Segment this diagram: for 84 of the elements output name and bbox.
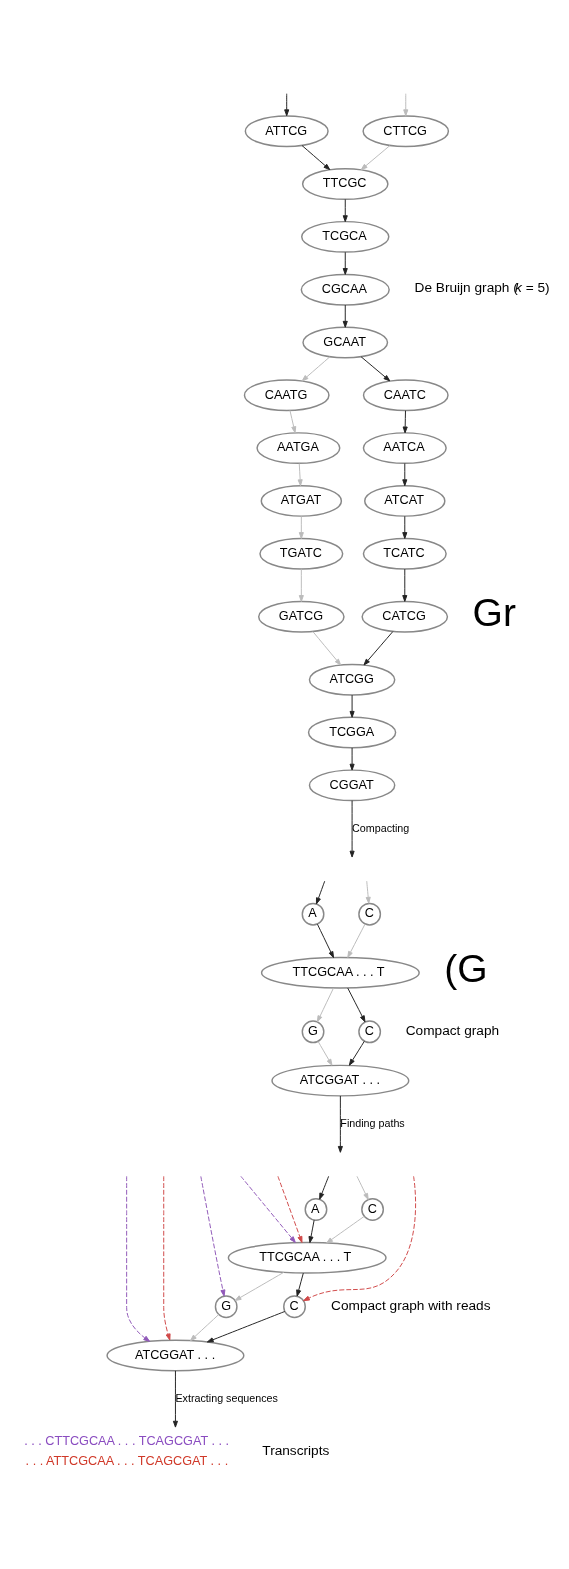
node-circle: C: [358, 1020, 382, 1044]
node-ellipse: CATCG: [361, 600, 449, 633]
arrow: [190, 1314, 220, 1342]
arrow: [316, 923, 335, 959]
arrow: [360, 145, 391, 171]
arrow: [347, 987, 366, 1023]
node-circle: G: [301, 1020, 325, 1044]
arrow: [349, 694, 355, 718]
arrow: [308, 1219, 315, 1244]
node-circle: G: [214, 1295, 238, 1319]
edge-label: Extracting sequences: [175, 1391, 278, 1404]
arrow: [402, 568, 408, 602]
arrow: [234, 1271, 285, 1301]
arrow: [301, 145, 331, 171]
node-ellipse: CAATG: [243, 379, 330, 412]
arrow: [337, 1095, 343, 1153]
node-circle: C: [361, 1197, 385, 1221]
arrow: [298, 568, 304, 602]
arrow: [347, 923, 366, 958]
edge-label: Compacting: [352, 821, 410, 834]
arrow: [402, 515, 408, 539]
node-ellipse: CGCAA: [300, 273, 390, 306]
label: Gr: [472, 591, 516, 635]
label: (G: [444, 947, 488, 991]
arrow: [342, 198, 348, 223]
node-ellipse: TTCGCAA . . . T: [260, 956, 420, 989]
node-ellipse: TCATC: [362, 537, 447, 570]
edge-label: Finding paths: [340, 1116, 405, 1129]
arrow: [356, 1175, 369, 1200]
node-circle: C: [358, 902, 382, 926]
arrow: [163, 1175, 171, 1341]
node-ellipse: ATGAT: [260, 484, 343, 517]
node-ellipse: TTCGC: [301, 168, 389, 200]
arrow: [316, 987, 334, 1023]
label: Compact graph: [405, 1023, 500, 1039]
node-ellipse: ATCGGAT . . .: [271, 1064, 410, 1097]
node-ellipse: CTTCG: [362, 115, 450, 148]
arrow: [342, 304, 348, 328]
arrow: [403, 93, 409, 117]
arrow: [312, 631, 342, 666]
arrow: [363, 631, 394, 666]
node-ellipse: TGATC: [259, 537, 344, 570]
arrow: [206, 1311, 286, 1343]
arrow: [342, 251, 348, 275]
arrow: [402, 463, 408, 487]
arrow: [240, 1175, 296, 1243]
arrow: [277, 1175, 303, 1243]
node-ellipse: ATCGG: [308, 663, 396, 696]
node-circle: C: [283, 1295, 306, 1319]
arrow: [402, 410, 408, 434]
node-circle: A: [301, 902, 325, 926]
arrow: [326, 1215, 365, 1244]
node-ellipse: TTCGCAA . . . T: [227, 1241, 387, 1274]
arrow: [348, 1040, 365, 1066]
node-ellipse: ATTCG: [244, 115, 329, 148]
node-text: . . . CTTCGCAA . . . TCAGCGAT . . . . . . ATTCGCAA . . . TCAGCGAT . . .: [24, 1434, 230, 1468]
node-ellipse: AATCA: [362, 432, 447, 465]
arrow: [284, 93, 290, 117]
arrow: [126, 1175, 151, 1342]
node-ellipse: CGGAT: [308, 769, 396, 802]
arrow: [172, 1370, 178, 1428]
node-ellipse: TCGGA: [307, 716, 397, 749]
arrow: [296, 1272, 304, 1297]
arrow: [319, 1175, 330, 1200]
arrow: [297, 463, 303, 487]
arrow: [315, 880, 326, 905]
node-ellipse: AATGA: [256, 432, 341, 465]
node-circle: A: [304, 1197, 328, 1221]
arrow: [349, 800, 355, 858]
node-ellipse: CAATC: [362, 379, 449, 412]
node-ellipse: GCAAT: [302, 326, 389, 359]
arrow: [301, 356, 331, 382]
arrow: [365, 880, 371, 904]
node-label: Transcripts: [262, 1443, 330, 1459]
arrow: [289, 409, 297, 434]
label: Compact graph with reads: [331, 1298, 491, 1314]
arrow: [349, 747, 355, 771]
node-ellipse: ATCAT: [364, 484, 446, 517]
node-ellipse: TCGCA: [301, 220, 390, 253]
node-ellipse: GATCG: [257, 600, 345, 633]
arrow: [200, 1175, 226, 1297]
arrow: [317, 1040, 333, 1066]
arrow: [298, 515, 304, 539]
arrow: [360, 356, 391, 382]
